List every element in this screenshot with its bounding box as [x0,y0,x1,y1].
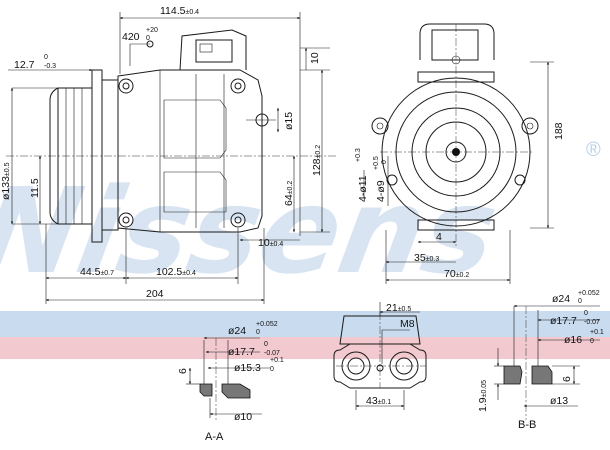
aa-d24-tol-lower: 0 [256,329,260,336]
bb-d17-7-tol-upper: 0 [584,310,588,317]
mid-d43: 43±0.1 [366,395,391,407]
dim-four: 4 [436,231,442,243]
detail-aa-section [186,336,270,420]
dim-70: 70±0.2 [444,268,469,280]
bb-d16-tol-upper: +0.1 [590,329,604,336]
dim-holes-9-tol-lower: 0 [381,160,388,164]
dim-holes-11: 4-ø11 [357,175,369,202]
dim-35: 35±0.3 [414,252,439,264]
aa-d15-3-tol-upper: +0.1 [270,357,284,364]
mid-m8: M8 [400,318,415,330]
dim-pulley-dia: ø133±0.5 [0,162,12,200]
blue-band [0,311,610,337]
dim-overall-width: 114.5±0.4 [160,5,199,17]
aa-d17-7-tol-lower: -0.07 [264,350,280,357]
dim-height-188: 188 [553,122,565,140]
registered-mark: ® [586,139,601,161]
aa-d17-7: ø17.7 [228,346,255,358]
bb-d16: ø16 [564,334,582,346]
dim-holes-9-tol-upper: +0.5 [373,156,380,170]
detail-bb-section [494,304,600,420]
dim-total-204: 204 [146,288,164,300]
compressor-front-view [371,23,539,246]
compressor-side-view [6,29,338,243]
pink-band [0,337,610,359]
bb-section-label: B-B [518,419,536,431]
aa-d10: ø10 [234,411,252,423]
dim-pos-102-5: 102.5±0.4 [156,266,196,278]
dim-connector-angle-tol-lower: 0 [146,35,150,42]
dim-foot-10: 10±0.4 [258,237,283,249]
bb-d17-7: ø17.7 [550,315,577,327]
dim-height-128: 128±0.2 [311,145,323,176]
bb-d13: ø13 [550,395,568,407]
dim-holes-9: 4-ø9 [375,180,387,202]
bb-d24-tol-lower: 0 [578,298,582,305]
flange-detail [333,302,427,410]
aa-d24-tol-upper: +0.052 [256,321,278,328]
bb-d24-tol-upper: +0.052 [578,290,600,297]
dim-top-offset: 10 [309,52,321,64]
dim-mount-64: 64±0.2 [283,181,295,206]
dim-holes-11-tol: +0.3 [355,148,362,162]
dim-hub-width-tol-lower: -0.3 [44,63,56,70]
mid-d21: 21±0.5 [386,302,411,314]
bb-d17-7-tol-lower: -0.07 [584,319,600,326]
bb-h6: 6 [561,376,573,382]
dim-hub-width: 12.7 [14,59,35,71]
dim-connector-angle-tol-upper: +20 [146,27,158,34]
dim-pos-44-5: 44.5±0.7 [80,266,114,278]
main-view-dimension-lines [8,12,330,304]
front-view-dimension-lines [363,61,554,284]
aa-d17-7-tol-upper: 0 [264,341,268,348]
bb-d16-tol-lower: 0 [590,338,594,345]
aa-section-label: A-A [205,431,224,443]
dim-groove: 11.5 [29,178,41,198]
aa-d15-3: ø15.3 [234,362,261,374]
aa-h6: 6 [177,368,189,374]
bb-d24: ø24 [552,293,570,305]
aa-d15-3-tol-lower: 0 [270,366,274,373]
bb-d1-9: 1.9±0.05 [477,380,489,412]
dim-connector-angle: 420 [122,31,140,43]
dim-port-dia: ø15 [283,112,295,130]
dim-hub-width-tol-upper: 0 [44,54,48,61]
aa-d24: ø24 [228,325,246,337]
